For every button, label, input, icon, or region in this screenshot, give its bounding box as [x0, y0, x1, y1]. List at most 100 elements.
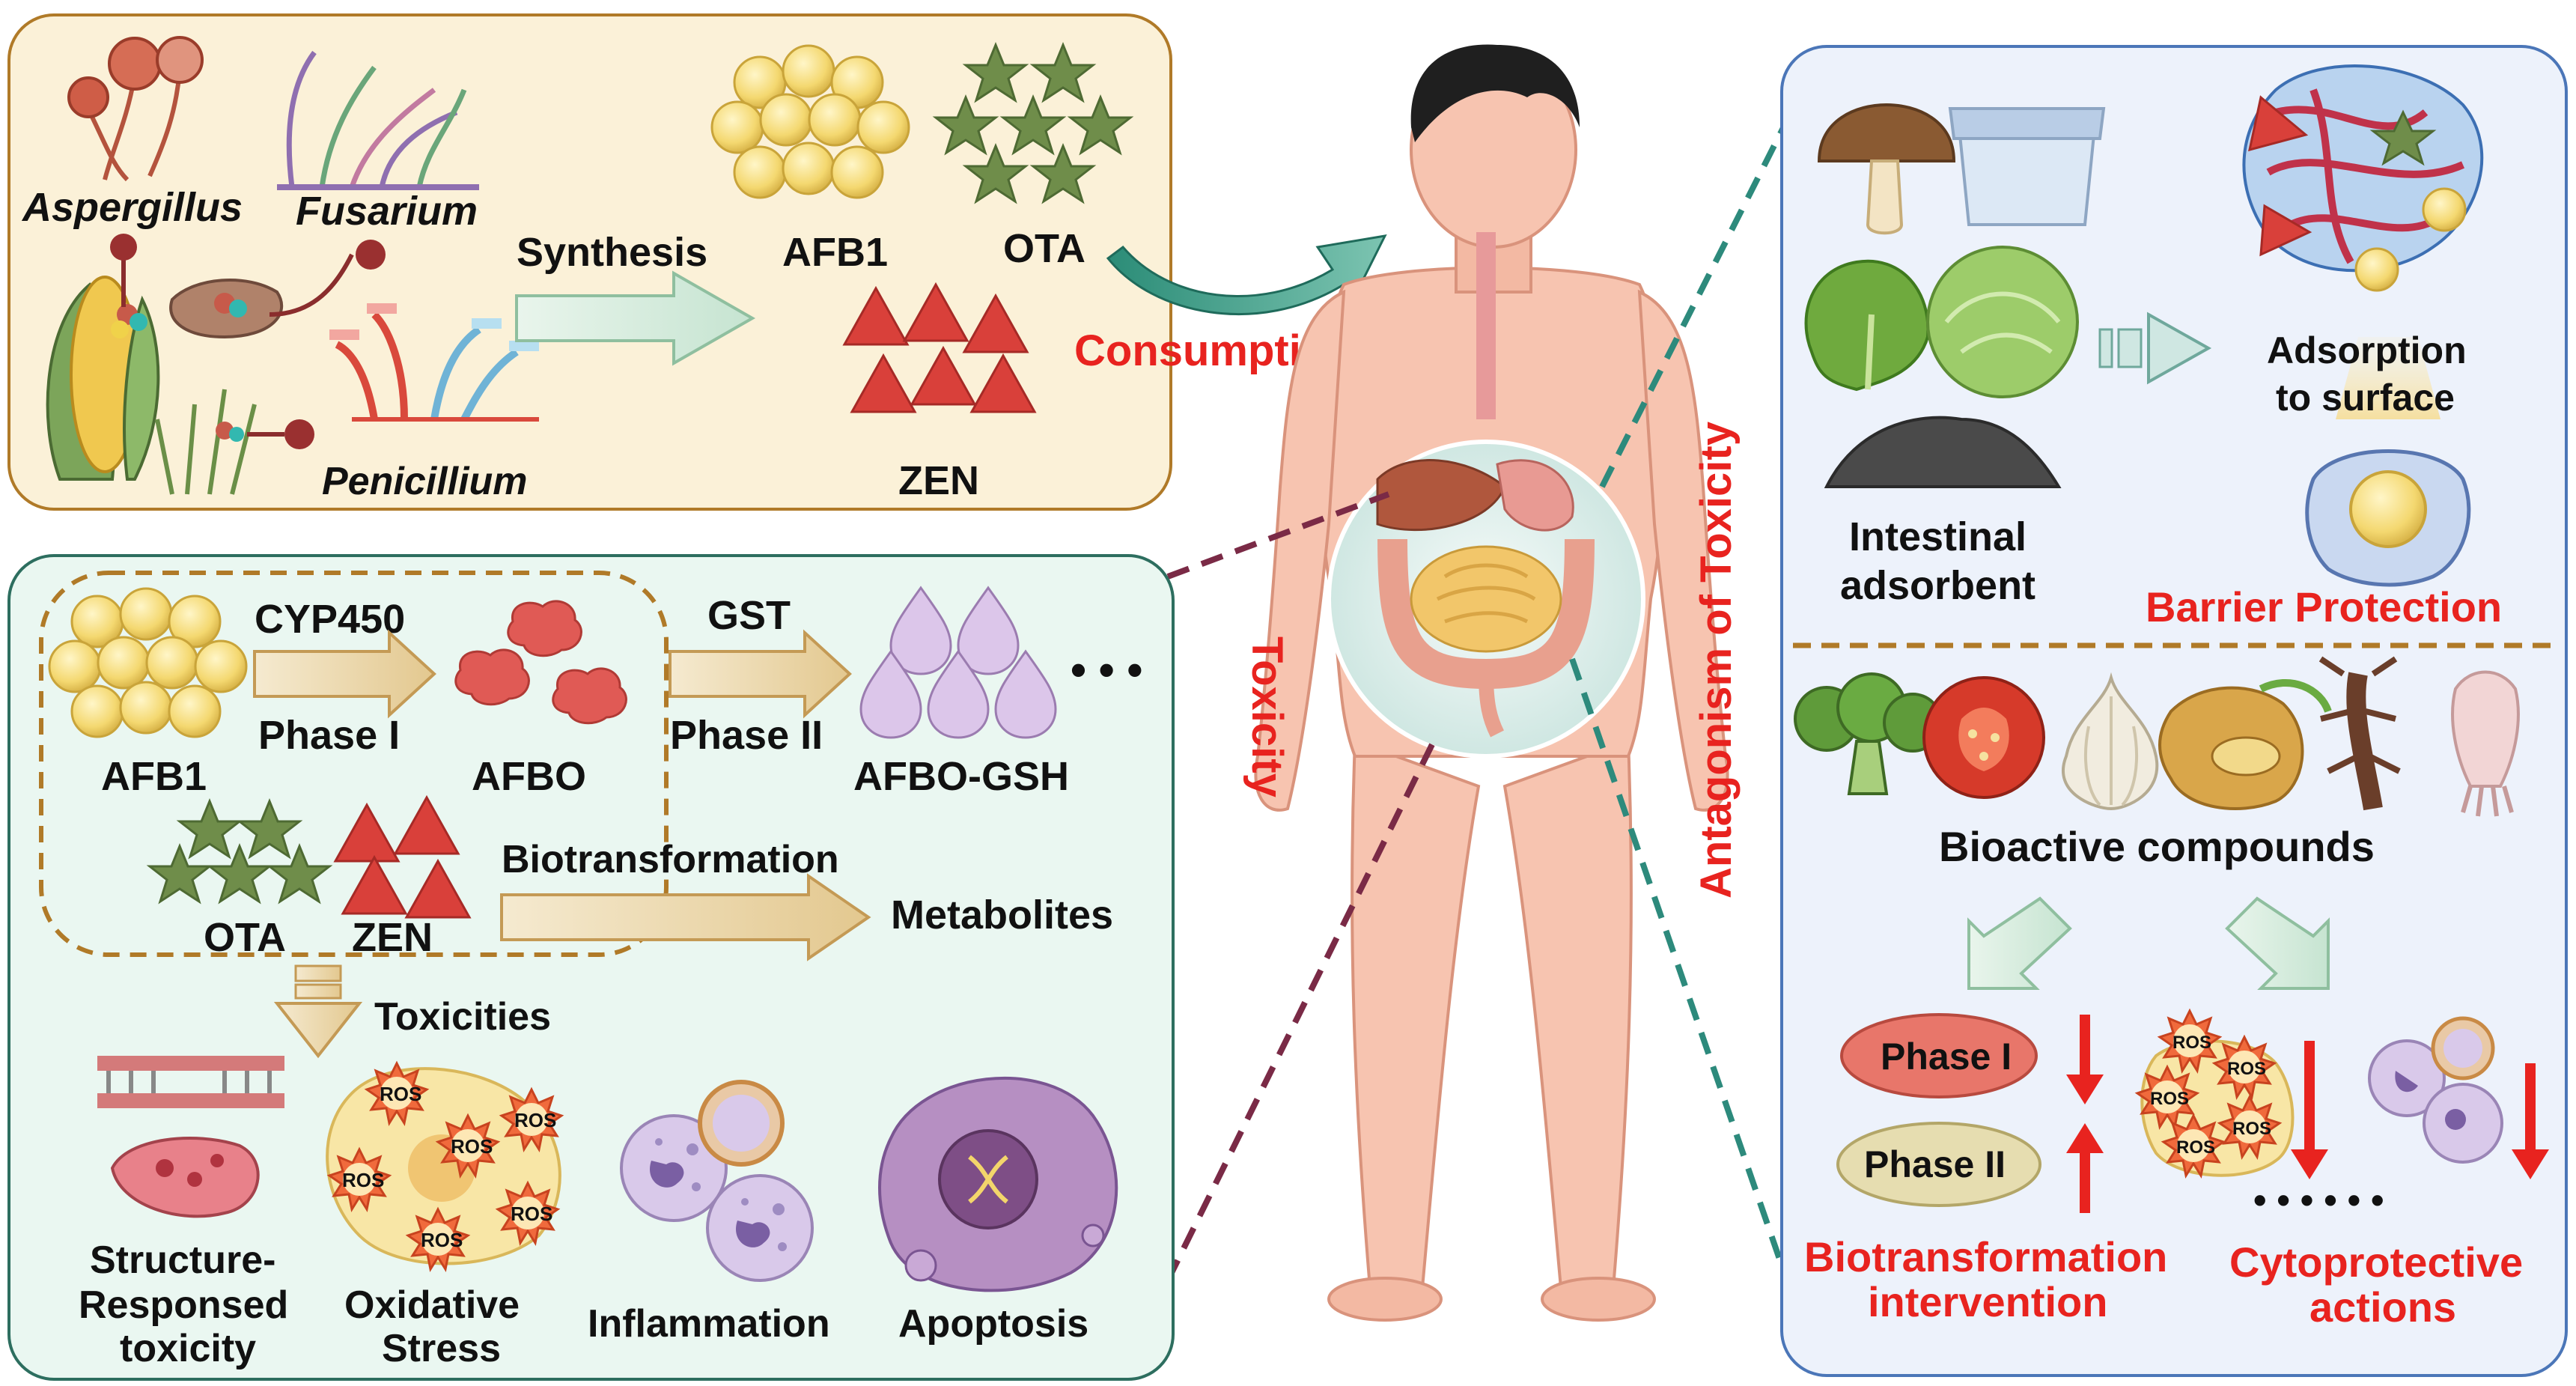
biotransformation-label-left: Biotransformation: [502, 838, 839, 881]
phase1-arrow: [253, 629, 436, 719]
aspergillus-icon: [67, 36, 204, 182]
inflammation-cells-icon: [620, 1080, 814, 1282]
pin-icon: [110, 234, 137, 307]
afb1-label: AFB1: [782, 230, 888, 275]
ros-label-6: ROS: [421, 1229, 463, 1251]
structure-label-2: Responsed: [79, 1283, 288, 1327]
bioactive-compounds-label: Bioactive compounds: [1939, 823, 2375, 870]
decrease-arrow-icon-3: [2512, 1063, 2549, 1179]
ros-label-r3: ROS: [2150, 1089, 2189, 1109]
metabolites-label: Metabolites: [891, 893, 1113, 937]
toxicity-connector-top: [1166, 491, 1390, 580]
garlic-icon: [2062, 672, 2159, 811]
corn-icon: [46, 276, 160, 481]
crayfish-icon: [2318, 656, 2401, 811]
inflammation-label: Inflammation: [588, 1302, 830, 1346]
light-cone: [2336, 337, 2440, 419]
mushroom-icon: [1817, 103, 1956, 235]
biotransformation-intervention-label-2: intervention: [1868, 1278, 2107, 1325]
structure-label-1: Structure-: [90, 1238, 275, 1282]
ros-label-r4: ROS: [2232, 1119, 2271, 1139]
increase-arrow-icon: [2066, 1123, 2104, 1213]
phase2-oval: [1836, 1122, 2041, 1207]
phase1-label-left: Phase I: [258, 713, 400, 758]
ros-label-1: ROS: [380, 1083, 421, 1105]
phase1-oval: [1840, 1013, 2038, 1098]
ros-label-r5: ROS: [2176, 1137, 2215, 1158]
ginger-icon: [2158, 679, 2332, 810]
toxicity-connector-bottom: [1165, 732, 1440, 1282]
toxicities-arrow: [273, 964, 363, 1059]
intestinal-label-2: adsorbent: [1840, 563, 2035, 608]
apoptosis-cell-icon: [878, 1077, 1118, 1292]
apoptosis-label: Apoptosis: [898, 1302, 1088, 1346]
fusarium-icon: [277, 50, 479, 190]
cytoprotective-label-1: Cytoprotective: [2229, 1238, 2523, 1286]
ros-label-4: ROS: [342, 1169, 384, 1191]
ros-label-r2: ROS: [2227, 1059, 2266, 1079]
zen-label-left: ZEN: [352, 915, 433, 960]
barrier-protection-label: Barrier Protection: [2146, 583, 2502, 630]
bioactive-arrow-left: [1967, 896, 2072, 990]
ros-label-5: ROS: [511, 1203, 552, 1225]
phase1-label-right: Phase I: [1881, 1036, 2012, 1078]
afb1-label-left: AFB1: [101, 754, 207, 799]
dots-label: • • • • • •: [2253, 1179, 2384, 1221]
charcoal-pile-icon: [1824, 416, 2062, 488]
digestive-system-icon: [1327, 440, 1645, 759]
adsorption-label-2: to surface: [2276, 377, 2455, 419]
phase2-arrow: [669, 629, 852, 719]
inflammation-cells-icon-right: [2368, 1016, 2503, 1164]
herb-plant-icon: [155, 389, 314, 495]
fusarium-label: Fusarium: [296, 189, 478, 234]
afbo-label: AFBO: [472, 754, 586, 799]
afb1-molecule-icon-left: [48, 587, 248, 738]
adsorbent-complex-icon: [2242, 64, 2484, 292]
barrier-cell-icon: [2305, 449, 2471, 587]
ros-label-3: ROS: [451, 1135, 493, 1158]
biotransformation-arrow: [500, 873, 871, 961]
synthesis-label: Synthesis: [517, 230, 707, 275]
gst-label: GST: [707, 593, 791, 638]
cabbage-icon: [1926, 246, 2079, 398]
ellipsis-label: • • •: [1071, 645, 1142, 695]
intestinal-label-1: Intestinal: [1849, 514, 2027, 559]
adsorption-label-1: Adsorption: [2267, 329, 2467, 371]
ros-label-r1: ROS: [2172, 1033, 2211, 1053]
broccoli-icon: [1794, 672, 1943, 795]
oxidative-label-1: Oxidative: [344, 1283, 520, 1327]
ota-label-left: OTA: [204, 915, 286, 960]
toxicities-label: Toxicities: [374, 995, 551, 1039]
phase2-label-right: Phase II: [1864, 1143, 2006, 1185]
penicillium-icon: [329, 303, 539, 422]
synthesis-arrow: [515, 270, 756, 366]
ota-label: OTA: [1003, 226, 1085, 271]
biotransformation-intervention-label-1: Biotransformation: [1804, 1233, 2167, 1280]
rotten-food-icon: [169, 240, 386, 339]
phase2-label-left: Phase II: [670, 713, 823, 758]
bioactive-arrow-right: [2225, 896, 2330, 990]
aspergillus-label: Aspergillus: [21, 185, 243, 230]
afb1-molecule-icon: [710, 44, 910, 199]
antagonism-label: Antagonism of Toxicity: [1692, 422, 1741, 899]
toxicity-label: Toxicity: [1243, 636, 1291, 797]
penicillium-label: Penicillium: [322, 460, 528, 503]
antagonism-connector-top: [1599, 100, 1800, 488]
structure-label-3: toxicity: [120, 1327, 256, 1370]
cytoprotective-label-2: actions: [2309, 1283, 2456, 1331]
zen-label: ZEN: [898, 458, 979, 503]
afbo-gsh-label: AFBO-GSH: [853, 754, 1069, 799]
container-icon: [1948, 107, 2106, 226]
tomato-icon: [1922, 676, 2045, 799]
cyp450-label: CYP450: [255, 597, 405, 642]
decrease-arrow-icon-1: [2066, 1015, 2104, 1104]
decrease-arrow-icon-2: [2291, 1041, 2328, 1179]
ros-label-2: ROS: [514, 1109, 556, 1131]
adsorption-arrow: [2098, 311, 2212, 385]
phase-dashed-box: [39, 571, 669, 957]
oxidative-label-2: Stress: [382, 1327, 501, 1370]
membrane-damage-icon: [97, 1056, 284, 1218]
squid-icon: [2451, 670, 2520, 817]
